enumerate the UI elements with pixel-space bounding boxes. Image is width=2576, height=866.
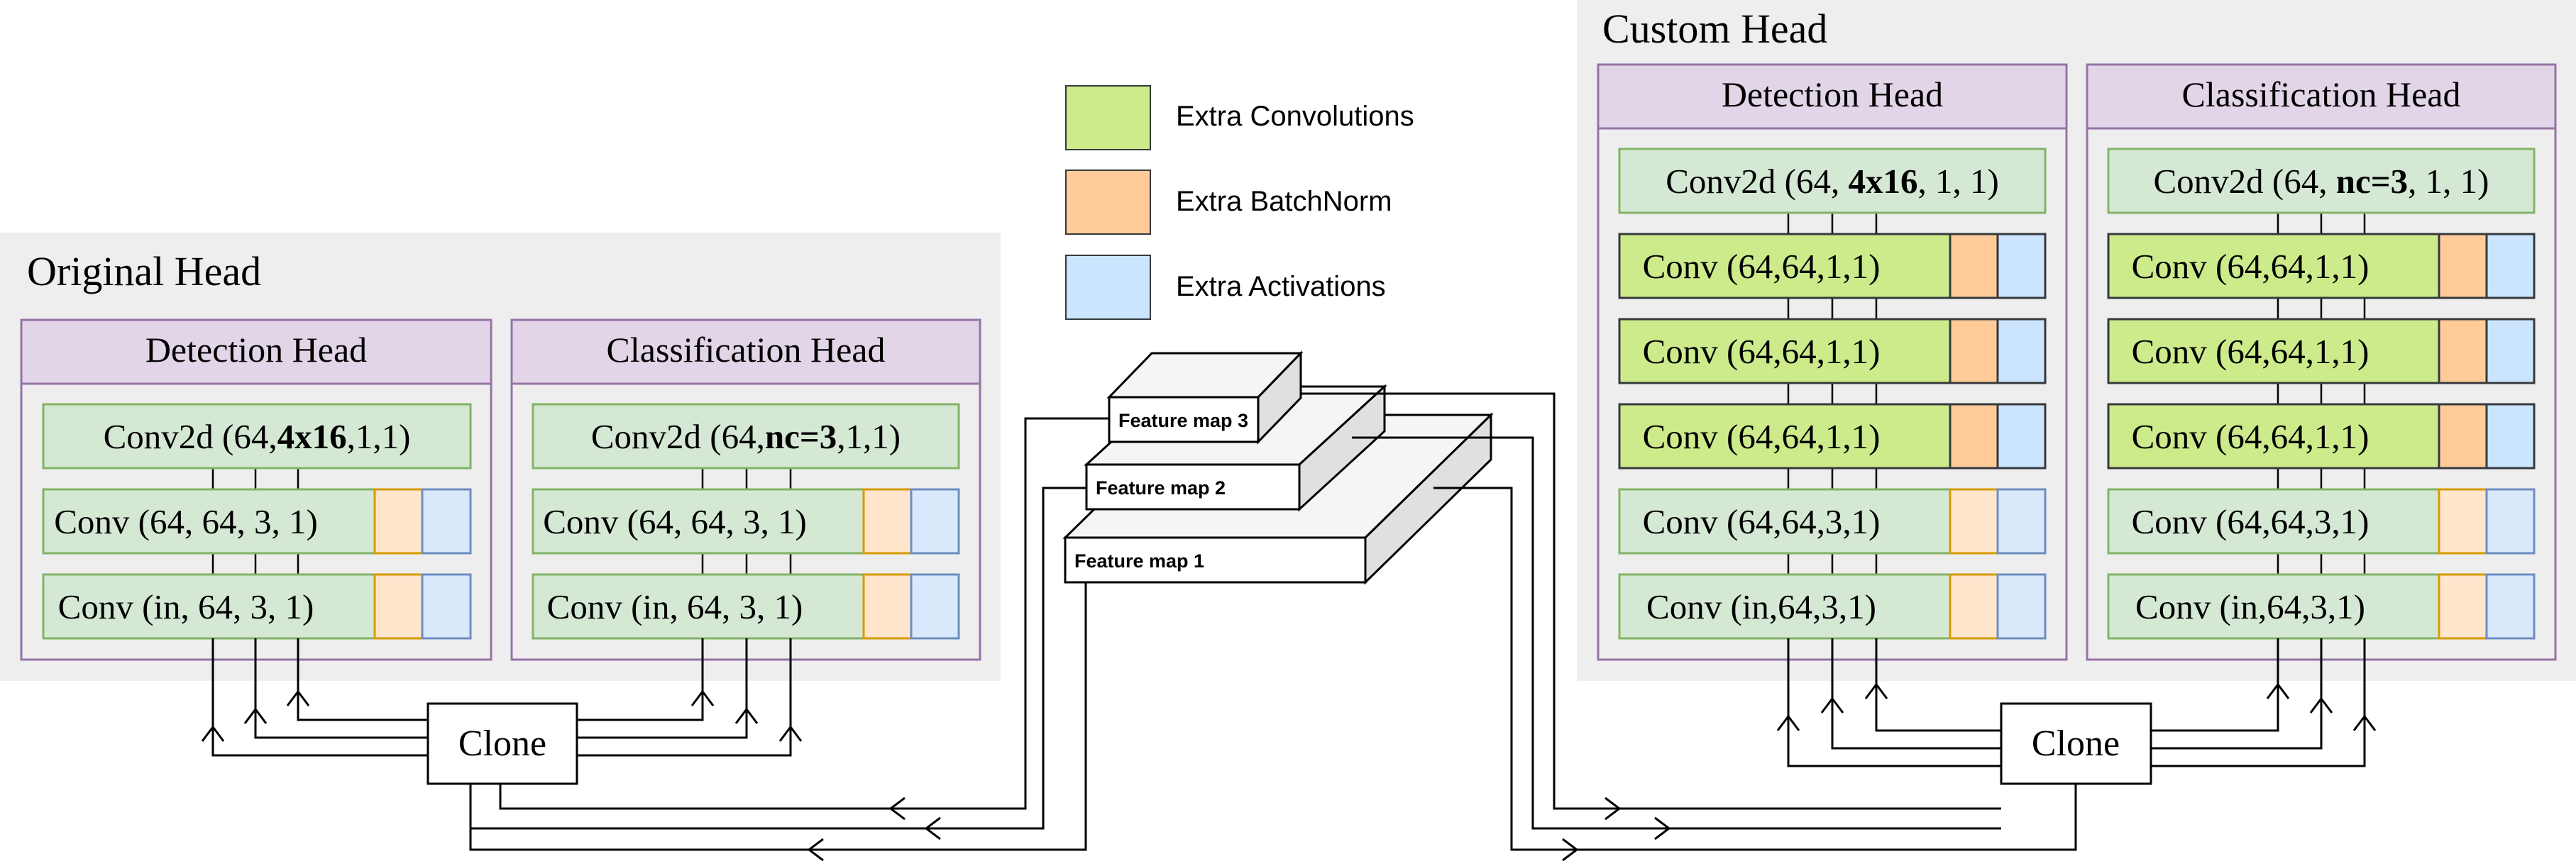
legend-swatch-extra-activations — [1065, 255, 1151, 320]
feature-map-2-label: Feature map 2 — [1096, 477, 1226, 499]
original-detection-conv-row: Conv (64, 64, 3, 1) — [54, 502, 318, 541]
original-detection-final-conv: Conv2d (64,4x16,1,1) — [104, 417, 411, 456]
original-clone-label: Clone — [458, 723, 546, 764]
original-classification-final-conv: Conv2d (64,nc=3,1,1) — [591, 417, 901, 456]
original-classification-head: Classification Head Conv2d (64,nc=3,1,1)… — [510, 318, 981, 661]
original-detection-title: Detection Head — [145, 330, 367, 370]
custom-head-title: Custom Head — [1602, 6, 1827, 52]
activation-block — [421, 488, 472, 555]
legend: Extra Convolutions Extra BatchNorm Extra… — [1065, 85, 1414, 320]
activation-block — [1996, 488, 2047, 555]
batchnorm-block — [862, 488, 913, 555]
original-clone-box: Clone — [426, 702, 578, 785]
extra-activation-block — [2485, 318, 2536, 384]
original-classification-conv-row: Conv (64, 64, 3, 1) — [543, 502, 807, 541]
feature-map-3: Feature map 3 — [1106, 350, 1304, 445]
feature-to-custom-connections — [1301, 392, 2077, 862]
custom-detection-title: Detection Head — [1722, 74, 1943, 114]
legend-label-extra-convolutions: Extra Convolutions — [1176, 101, 1414, 132]
feature-map-1-label: Feature map 1 — [1074, 550, 1204, 572]
original-detection-head: Detection Head Conv2d (64,4x16,1,1) Conv… — [20, 318, 492, 661]
custom-classification-final-conv: Conv2d (64, nc=3, 1, 1) — [2154, 162, 2489, 201]
legend-label-extra-activations: Extra Activations — [1176, 271, 1386, 302]
batchnorm-block — [373, 573, 424, 640]
activation-block — [2485, 488, 2536, 555]
original-head-title: Original Head — [27, 248, 261, 294]
extra-batchnorm-block — [1949, 233, 1999, 299]
custom-clone-box: Clone — [2000, 702, 2152, 785]
custom-detection-extra-conv-row: Conv (64,64,1,1) — [1643, 332, 1881, 371]
custom-detection-extra-conv-row: Conv (64,64,1,1) — [1643, 247, 1881, 286]
batchnorm-block — [373, 488, 424, 555]
custom-classification-title: Classification Head — [2182, 74, 2461, 114]
batchnorm-block — [1949, 488, 1999, 555]
activation-block — [1996, 573, 2047, 640]
extra-activation-block — [2485, 233, 2536, 299]
custom-head-panel: Custom Head Detection Head Conv2d (64, 4… — [1577, 0, 2576, 681]
custom-clone-connections — [1776, 638, 2377, 767]
feature-maps: Feature map 1 Feature map 2 Feature map … — [1062, 350, 1494, 585]
activation-block — [910, 573, 960, 640]
custom-detection-final-conv: Conv2d (64, 4x16, 1, 1) — [1666, 162, 1999, 201]
feature-map-3-label: Feature map 3 — [1118, 410, 1248, 431]
activation-block — [421, 573, 472, 640]
extra-batchnorm-block — [2438, 318, 2488, 384]
custom-classification-head: Classification Head Conv2d (64, nc=3, 1,… — [2086, 63, 2557, 661]
extra-batchnorm-block — [2438, 403, 2488, 470]
legend-label-extra-batchnorm: Extra BatchNorm — [1176, 186, 1392, 217]
activation-block — [910, 488, 960, 555]
custom-clone-label: Clone — [2032, 723, 2120, 764]
custom-classification-extra-conv-row: Conv (64,64,1,1) — [2132, 332, 2369, 371]
extra-activation-block — [1996, 318, 2047, 384]
activation-block — [2485, 573, 2536, 640]
original-classification-conv-row: Conv (in, 64, 3, 1) — [547, 587, 803, 626]
extra-batchnorm-block — [1949, 403, 1999, 470]
batchnorm-block — [2438, 488, 2488, 555]
extra-activation-block — [1996, 403, 2047, 470]
custom-detection-head: Detection Head Conv2d (64, 4x16, 1, 1) C… — [1597, 63, 2068, 661]
original-classification-title: Classification Head — [607, 330, 886, 370]
original-clone-connections — [201, 638, 803, 757]
extra-batchnorm-block — [2438, 233, 2488, 299]
extra-batchnorm-block — [1949, 318, 1999, 384]
custom-classification-extra-conv-row: Conv (64,64,1,1) — [2132, 417, 2369, 456]
batchnorm-block — [2438, 573, 2488, 640]
extra-activation-block — [2485, 403, 2536, 470]
legend-swatch-extra-convolutions — [1065, 85, 1151, 150]
custom-detection-extra-conv-row: Conv (64,64,1,1) — [1643, 417, 1881, 456]
custom-classification-conv-row: Conv (64,64,3,1) — [2132, 502, 2369, 541]
batchnorm-block — [862, 573, 913, 640]
custom-classification-extra-conv-row: Conv (64,64,1,1) — [2132, 247, 2369, 286]
extra-activation-block — [1996, 233, 2047, 299]
batchnorm-block — [1949, 573, 1999, 640]
custom-detection-conv-row: Conv (in,64,3,1) — [1646, 587, 1876, 626]
original-head-panel: Original Head Detection Head Conv2d (64,… — [0, 233, 1001, 681]
legend-swatch-extra-batchnorm — [1065, 170, 1151, 235]
custom-detection-conv-row: Conv (64,64,3,1) — [1643, 502, 1881, 541]
original-detection-conv-row: Conv (in, 64, 3, 1) — [58, 587, 314, 626]
custom-classification-conv-row: Conv (in,64,3,1) — [2135, 587, 2365, 626]
